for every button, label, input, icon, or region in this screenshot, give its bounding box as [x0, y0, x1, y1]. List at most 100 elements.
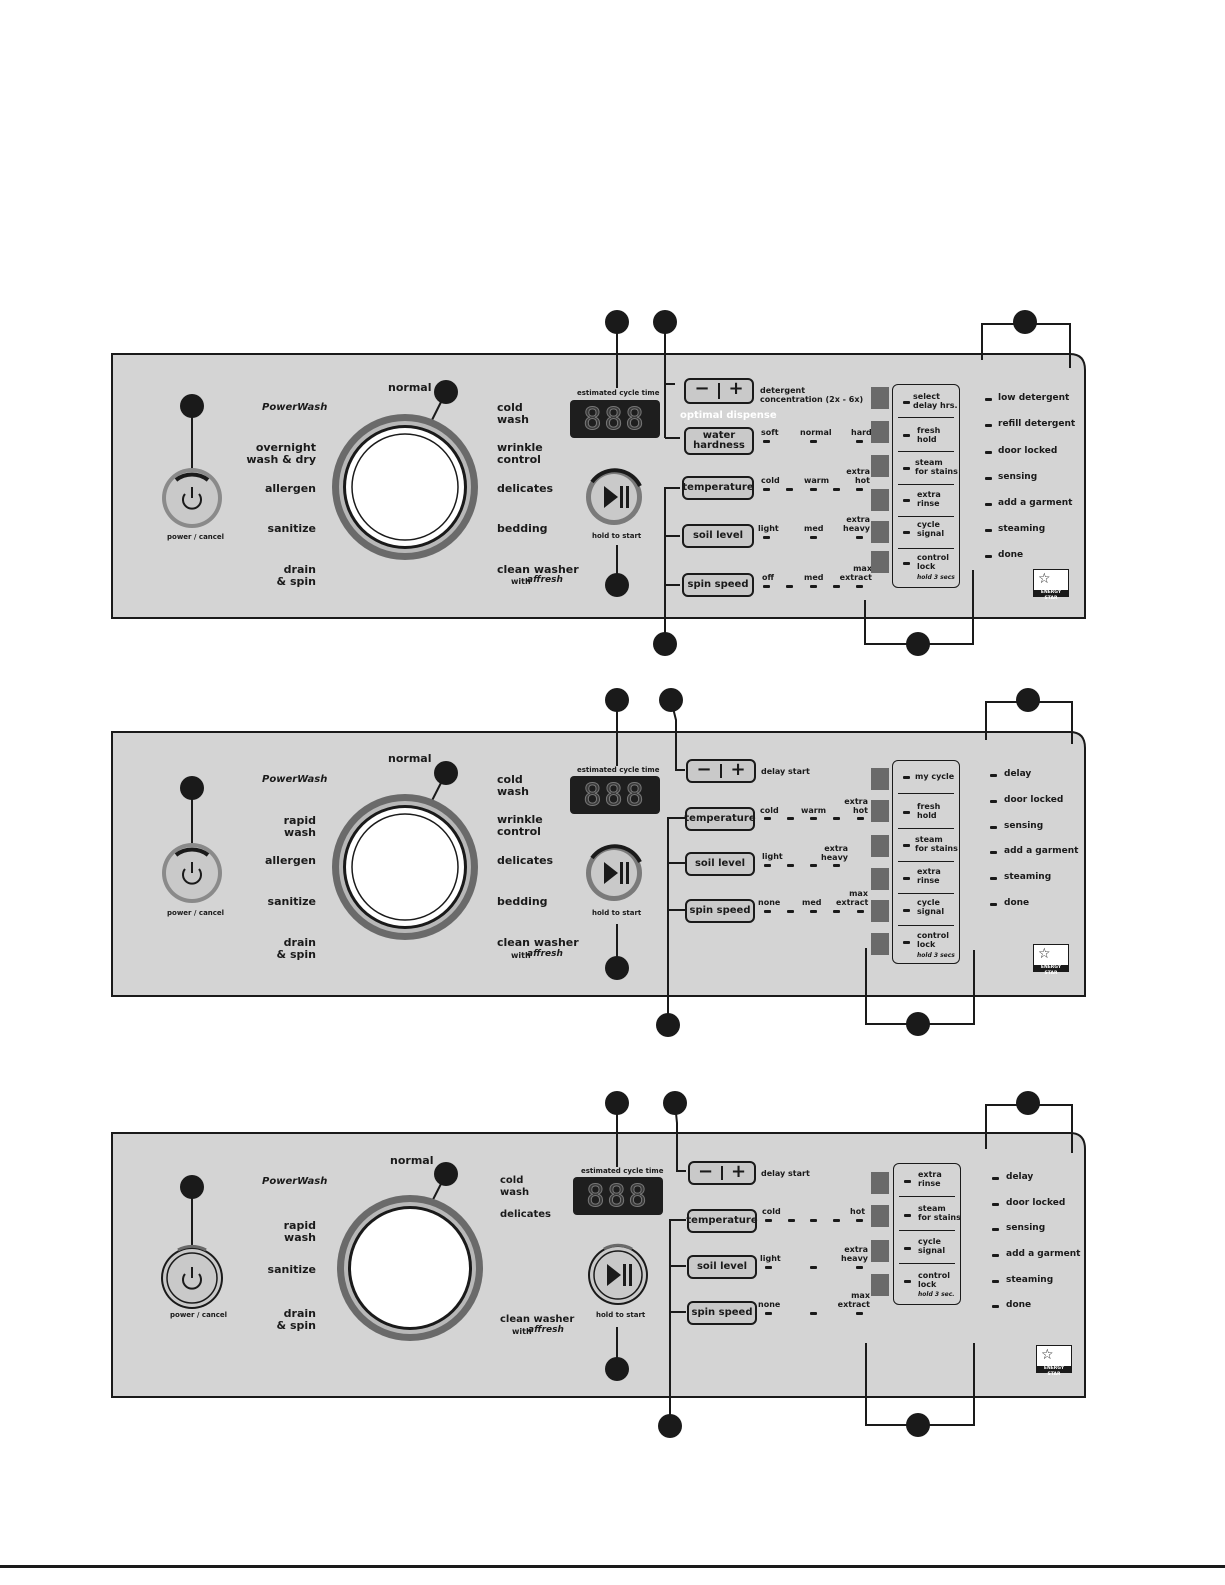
cycle-delicates[interactable]: delicates	[500, 1209, 551, 1220]
cycle-wrinkle-control[interactable]: wrinkle control	[497, 813, 543, 838]
minus-icon[interactable]: −	[696, 759, 712, 780]
cycle-cold-wash[interactable]: cold wash	[497, 401, 529, 426]
indicator	[765, 1219, 772, 1222]
temp-cold: cold	[761, 476, 780, 485]
cycle-normal[interactable]: normal	[390, 1154, 434, 1167]
option-button[interactable]	[871, 1172, 889, 1194]
plus-icon[interactable]: +	[728, 378, 744, 399]
option-steam-for-stains[interactable]: steam for stains	[918, 1204, 961, 1222]
option-cycle-signal[interactable]: cycle signal	[918, 1237, 946, 1255]
option-control-lock[interactable]: control lock	[917, 931, 949, 949]
cycle-allergen[interactable]: allergen	[264, 854, 316, 867]
option-button[interactable]	[871, 551, 889, 573]
cycle-overnight[interactable]: overnight wash & dry	[246, 441, 316, 466]
option-extra-rinse[interactable]: extra rinse	[917, 867, 941, 885]
soil-level-button[interactable]: soil level	[682, 524, 754, 548]
delay-plus-minus[interactable]: −+	[688, 1161, 756, 1185]
hardness-hard: hard	[851, 428, 872, 437]
minus-icon[interactable]: −	[697, 1161, 714, 1182]
cycle-clean-washer[interactable]: clean washer	[500, 1314, 575, 1325]
delay-plus-minus[interactable]: −+	[686, 759, 756, 783]
cycle-normal[interactable]: normal	[388, 381, 432, 394]
option-control-lock[interactable]: control lock	[918, 1271, 950, 1289]
minus-icon[interactable]: −	[694, 378, 710, 399]
cycle-cold-wash[interactable]: cold wash	[500, 1175, 530, 1198]
cycle-drain-spin[interactable]: drain & spin	[276, 563, 316, 588]
soil-level-button[interactable]: soil level	[687, 1255, 757, 1279]
option-button[interactable]	[871, 387, 889, 409]
status-add-garment: add a garment	[1006, 1249, 1081, 1259]
temp-hot: hot	[850, 1207, 866, 1216]
temperature-button[interactable]: temperature	[682, 476, 754, 500]
option-button[interactable]	[871, 1274, 889, 1296]
cycle-normal[interactable]: normal	[388, 752, 432, 765]
cycle-rapid-wash[interactable]: rapid wash	[283, 814, 316, 839]
plus-icon[interactable]: +	[730, 759, 746, 780]
cycle-clean-washer[interactable]: clean washer	[497, 936, 579, 949]
power-label: power / cancel	[167, 909, 225, 917]
cycle-delicates[interactable]: delicates	[497, 482, 554, 495]
cycle-cold-wash[interactable]: cold wash	[497, 773, 529, 798]
option-extra-rinse[interactable]: extra rinse	[918, 1170, 942, 1188]
option-select-delay[interactable]: select delay hrs.	[913, 392, 958, 410]
cycle-sanitize[interactable]: sanitize	[267, 895, 316, 908]
option-button[interactable]	[871, 489, 889, 511]
soil-level-button[interactable]: soil level	[685, 852, 755, 876]
option-steam-for-stains[interactable]: steam for stains	[915, 458, 958, 476]
option-cycle-signal[interactable]: cycle signal	[917, 520, 945, 538]
cycle-sanitize[interactable]: sanitize	[267, 1263, 316, 1276]
cycle-drain-spin[interactable]: drain & spin	[276, 936, 316, 961]
option-button[interactable]	[871, 768, 889, 790]
option-button[interactable]	[871, 835, 889, 857]
option-button[interactable]	[871, 421, 889, 443]
temperature-button[interactable]: temperature	[686, 1209, 758, 1233]
option-my-cycle[interactable]: my cycle	[915, 772, 955, 781]
cycle-wrinkle-control[interactable]: wrinkle control	[497, 441, 543, 466]
options-box	[893, 1163, 961, 1305]
option-button[interactable]	[871, 1240, 889, 1262]
option-cycle-signal[interactable]: cycle signal	[917, 898, 945, 916]
separator	[898, 793, 954, 794]
option-button[interactable]	[871, 1205, 889, 1227]
cycle-time-label: estimated cycle time	[581, 1167, 664, 1175]
indicator	[904, 1180, 911, 1183]
option-button[interactable]	[871, 521, 889, 543]
cycle-bedding[interactable]: bedding	[497, 522, 548, 535]
spin-speed-button[interactable]: spin speed	[682, 573, 754, 597]
indicator	[856, 1266, 863, 1269]
option-button[interactable]	[871, 868, 889, 890]
indicator	[787, 910, 794, 913]
cycle-delicates[interactable]: delicates	[497, 854, 554, 867]
option-fresh-hold[interactable]: fresh hold	[917, 802, 941, 820]
option-button[interactable]	[871, 900, 889, 922]
option-button[interactable]	[871, 933, 889, 955]
option-button[interactable]	[871, 800, 889, 822]
cycle-drain-spin[interactable]: drain & spin	[276, 1307, 316, 1332]
plus-icon[interactable]: +	[730, 1161, 747, 1182]
spin-speed-button[interactable]: spin speed	[687, 1301, 757, 1325]
separator	[898, 893, 954, 894]
water-hardness-button[interactable]: water hardness	[684, 427, 754, 455]
detergent-plus-minus[interactable]: −+	[684, 378, 754, 404]
option-fresh-hold[interactable]: fresh hold	[917, 426, 941, 444]
separator	[721, 1166, 723, 1180]
cycle-rapid-wash[interactable]: rapid wash	[283, 1219, 316, 1244]
panel-2-frame	[111, 688, 1086, 1037]
option-button[interactable]	[871, 455, 889, 477]
option-extra-rinse[interactable]: extra rinse	[917, 490, 941, 508]
status-indicator	[985, 529, 992, 532]
option-steam-for-stains[interactable]: steam for stains	[915, 835, 958, 853]
indicator	[856, 1312, 863, 1315]
cycle-clean-washer[interactable]: clean washer	[497, 563, 579, 576]
cycle-allergen[interactable]: allergen	[264, 482, 316, 495]
cycle-bedding[interactable]: bedding	[497, 895, 548, 908]
options-box	[892, 384, 960, 588]
indicator	[763, 536, 770, 539]
cycle-sanitize[interactable]: sanitize	[267, 522, 316, 535]
affresh-logo: affresh	[528, 1325, 564, 1335]
soil-extra-heavy: extra heavy	[841, 1245, 868, 1263]
spin-speed-button[interactable]: spin speed	[685, 899, 755, 923]
temperature-button[interactable]: temperature	[684, 807, 756, 831]
option-control-lock[interactable]: control lock	[917, 553, 949, 571]
indicator	[904, 1247, 911, 1250]
